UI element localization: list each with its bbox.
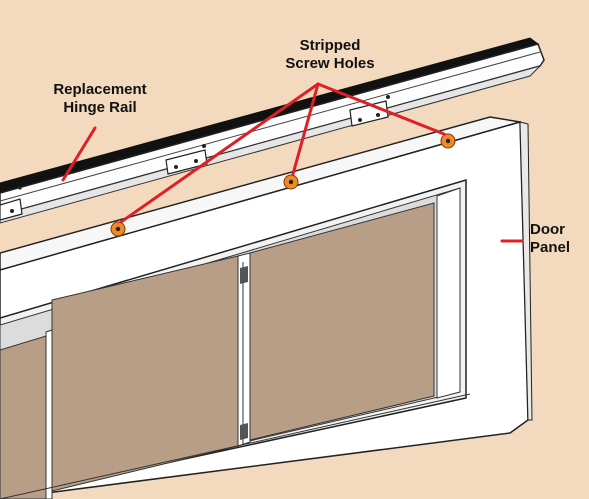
screw-holes [110, 133, 456, 237]
window-muntin [237, 252, 251, 447]
hinge-rail-groove [0, 51, 541, 202]
door-panel [0, 116, 533, 499]
leader-screw-hole-1 [119, 82, 320, 224]
label-hinge-rail-line2: Hinge Rail [63, 99, 137, 116]
leader-screw-hole-3 [316, 82, 446, 136]
leader-screw-hole-2 [291, 82, 320, 176]
hinge-bracket [0, 198, 23, 221]
label-door-panel-line1: Door [530, 221, 565, 238]
window-pane-left [0, 335, 47, 499]
hinge-bracket [165, 149, 208, 175]
leader-lines [61, 82, 524, 243]
label-screw-holes-line1: Stripped [299, 37, 361, 54]
label-screw-holes-line2: Screw Holes [285, 55, 375, 72]
label-door-panel: Door Panel [530, 221, 584, 257]
leader-hinge-rail [61, 126, 97, 182]
window-right-stile [436, 187, 461, 399]
hinge-rail [0, 37, 545, 224]
window-muntin [45, 329, 53, 499]
label-hinge-rail: Replacement Hinge Rail [40, 81, 160, 117]
label-hinge-rail-line1: Replacement [53, 81, 147, 98]
label-door-panel-line2: Panel [530, 239, 571, 256]
door-right-edge [519, 121, 533, 421]
hinge-rail-face [0, 43, 545, 216]
label-screw-holes: Stripped Screw Holes [270, 37, 390, 73]
